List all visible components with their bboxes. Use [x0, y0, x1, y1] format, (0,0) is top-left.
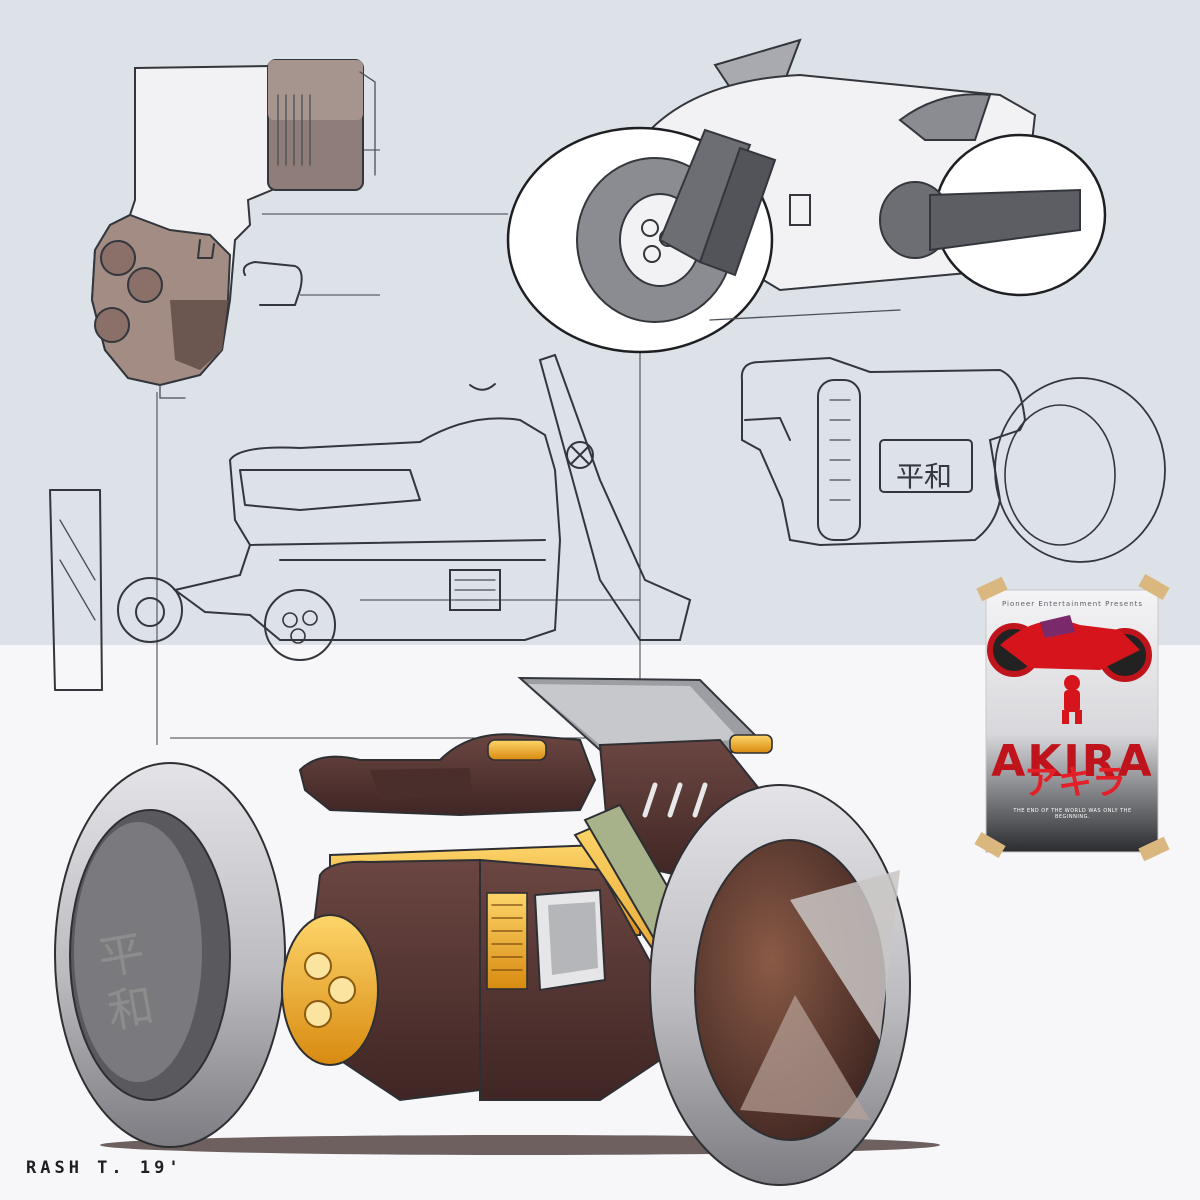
poster-title: AKIRA — [991, 736, 1154, 787]
akira-poster — [974, 573, 1170, 862]
sketch-emblem-text: 平和 — [896, 460, 953, 493]
engine-sketch — [90, 59, 376, 399]
rear-module-sketch — [740, 356, 1166, 563]
colored-bike-render — [54, 676, 940, 1186]
artist-signature: RASH T. 19' — [26, 1158, 183, 1178]
poster-presents-text: Pioneer Entertainment Presents — [1001, 600, 1144, 608]
poster-tagline: THE END OF THE WORLD WAS ONLY THE BEGINN… — [1013, 808, 1132, 820]
side-profile-sketch — [49, 353, 692, 691]
perspective-bike-sketch — [506, 38, 1107, 354]
poster-title-kana: アキラ — [1024, 763, 1126, 803]
